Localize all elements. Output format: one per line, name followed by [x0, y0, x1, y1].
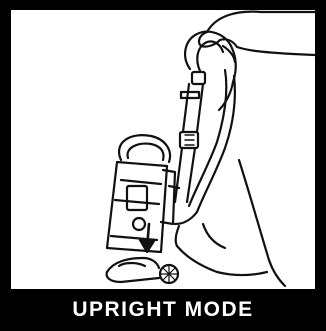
- hand-icon: [197, 10, 315, 64]
- handle-icon: [184, 30, 237, 112]
- illustration-panel: [11, 10, 315, 289]
- mode-caption: UPRIGHT MODE: [72, 298, 254, 321]
- vacuum-upright-illustration: [105, 10, 315, 288]
- wand-tube-icon: [173, 82, 205, 204]
- canister-icon: [105, 134, 181, 254]
- leg-icon: [174, 158, 287, 288]
- hose-icon: [173, 68, 236, 226]
- floor-nozzle-icon: [105, 256, 180, 285]
- release-arrow-icon: [138, 222, 156, 254]
